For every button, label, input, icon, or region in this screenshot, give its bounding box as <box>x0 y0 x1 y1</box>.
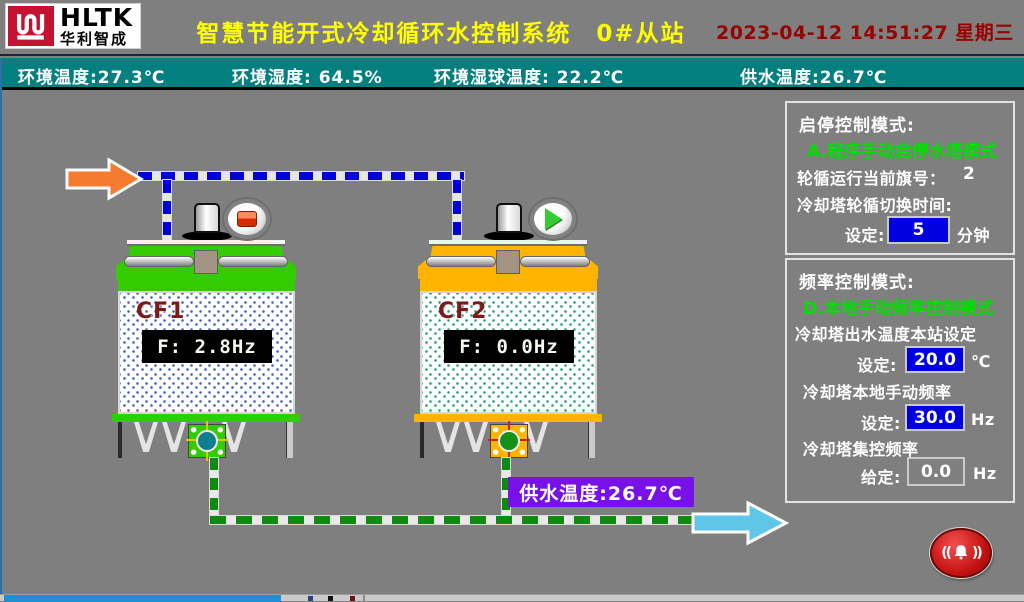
frequency-display-cf2: F: 0.0Hz <box>444 330 574 363</box>
header-bar: HLTK 华利智成 智慧节能开式冷却循环水控制系统 0#从站 2023-04-1… <box>0 0 1024 56</box>
water-stream-icon <box>162 422 186 452</box>
inlet-pipe-drop-cf1 <box>163 180 171 244</box>
logo-text: HLTK 华利智成 <box>60 5 133 47</box>
company-logo: HLTK 华利智成 <box>5 3 141 49</box>
bottom-taskbar <box>0 594 1024 602</box>
tower-label: CF2 <box>438 299 488 324</box>
motor-base <box>182 231 232 241</box>
environment-status-bar: 环境温度:27.3℃ 环境湿度: 64.5% 环境湿球温度: 22.2℃ 供水温… <box>0 58 1024 90</box>
tower-band <box>118 279 295 291</box>
fan-blade-icon <box>520 256 590 267</box>
inlet-pipe-drop-cf2 <box>453 180 461 244</box>
outlet-temp-label: 冷却塔出水温度本站设定 <box>795 325 977 344</box>
play-icon <box>544 208 562 230</box>
window-left-border <box>0 58 2 594</box>
inflow-arrow-icon <box>64 155 144 207</box>
central-freq-readout: 0.0 <box>907 457 965 486</box>
tower-base <box>414 414 602 422</box>
central-freq-unit: Hz <box>973 464 997 483</box>
manual-freq-set-label: 设定: <box>861 414 901 433</box>
stop-button-cf1[interactable] <box>224 199 270 239</box>
page-title: 智慧节能开式冷却循环水控制系统 0#从站 <box>196 21 686 47</box>
water-stream-icon <box>436 422 460 452</box>
central-freq-label: 冷却塔集控频率 <box>803 440 919 459</box>
taskbar-fragment <box>350 596 355 601</box>
fan-hub-icon <box>194 250 218 274</box>
cooling-tower-cf2: CF2 F: 0.0Hz <box>412 198 604 462</box>
ambient-temp-readout: 环境温度:27.3℃ <box>18 68 166 88</box>
tower-base <box>112 414 300 422</box>
start-stop-mode-indicator[interactable]: A.程序手动启停水塔模式 <box>807 142 997 162</box>
supply-temp-readout: 供水温度:26.7℃ <box>740 68 888 88</box>
bottom-scrollbar[interactable] <box>4 595 281 602</box>
tower-leg <box>420 422 424 458</box>
logo-mark-icon <box>8 6 54 46</box>
alarm-button[interactable]: (( )) <box>930 528 992 578</box>
tower-leg <box>588 422 595 458</box>
tower-deck <box>127 240 285 246</box>
fan-motor-icon <box>194 203 220 233</box>
motor-base <box>484 231 534 241</box>
tower-label: CF1 <box>136 299 186 324</box>
outlet-temp-input[interactable]: 20.0 <box>905 346 965 373</box>
pump-cf1[interactable] <box>186 421 228 461</box>
supply-pipe-drop-cf2 <box>502 458 510 520</box>
set-label: 设定: <box>845 226 885 245</box>
water-stream-icon <box>464 422 488 452</box>
fan-hub-icon <box>496 250 520 274</box>
switch-time-label: 冷却塔轮循切换时间: <box>797 196 953 215</box>
panel-title: 频率控制模式: <box>799 273 915 293</box>
supply-temp-tag: 供水温度:26.7℃ <box>508 477 694 507</box>
start-stop-control-panel: 启停控制模式: A.程序手动启停水塔模式 轮循运行当前旗号： 2 冷却塔轮循切换… <box>785 101 1015 255</box>
tower-band <box>420 279 597 291</box>
valve-icon <box>196 430 218 452</box>
alarm-bell-icon <box>954 545 968 560</box>
frequency-mode-indicator[interactable]: D.本地手动频率控制模式 <box>803 299 994 319</box>
datetime-display: 2023-04-12 14:51:27 星期三 <box>716 22 1014 44</box>
stop-icon <box>237 211 257 227</box>
frequency-display-cf1: F: 2.8Hz <box>142 330 272 363</box>
tower-leg <box>118 422 122 458</box>
frequency-control-panel: 频率控制模式: D.本地手动频率控制模式 冷却塔出水温度本站设定 设定: 20.… <box>785 258 1015 503</box>
inlet-pipe-horizontal <box>138 172 464 180</box>
tower-leg <box>286 422 293 458</box>
manual-freq-input[interactable]: 30.0 <box>905 404 965 431</box>
cooling-tower-cf1: CF1 F: 2.8Hz <box>110 198 302 462</box>
fan-blade-icon <box>124 256 194 267</box>
humidity-readout: 环境湿度: 64.5% <box>232 68 383 88</box>
panel-title: 启停控制模式: <box>799 116 915 136</box>
valve-icon <box>498 430 520 452</box>
outlet-temp-set-label: 设定: <box>857 356 897 375</box>
tower-deck <box>429 240 587 246</box>
outlet-temp-unit: ℃ <box>971 352 991 371</box>
fan-blade-icon <box>218 256 288 267</box>
manual-freq-unit: Hz <box>971 410 995 429</box>
set-unit: 分钟 <box>957 226 991 245</box>
cycle-flag-value: 2 <box>963 164 975 184</box>
taskbar-fragment <box>308 596 313 601</box>
supply-pipe-horizontal <box>210 516 694 524</box>
central-freq-set-label: 给定: <box>861 468 901 487</box>
fan-motor-icon <box>496 203 522 233</box>
pump-cf2[interactable] <box>488 421 530 461</box>
alarm-wave-icon: )) <box>972 545 983 561</box>
outflow-arrow-icon <box>690 499 790 551</box>
fan-blade-icon <box>426 256 496 267</box>
cycle-flag-label: 轮循运行当前旗号： <box>797 169 946 188</box>
logo-abbr: HLTK <box>60 3 134 32</box>
supply-pipe-drop-cf1 <box>210 458 218 520</box>
switch-time-input[interactable]: 5 <box>887 216 950 244</box>
start-button-cf2[interactable] <box>530 199 576 239</box>
wet-bulb-temp-readout: 环境湿球温度: 22.2℃ <box>434 68 625 88</box>
water-stream-icon <box>134 422 158 452</box>
manual-freq-label: 冷却塔本地手动频率 <box>803 383 952 402</box>
logo-company-name: 华利智成 <box>60 30 129 48</box>
taskbar-fragment <box>328 596 333 601</box>
taskbar-divider <box>363 595 365 602</box>
alarm-wave-icon: (( <box>941 545 952 561</box>
